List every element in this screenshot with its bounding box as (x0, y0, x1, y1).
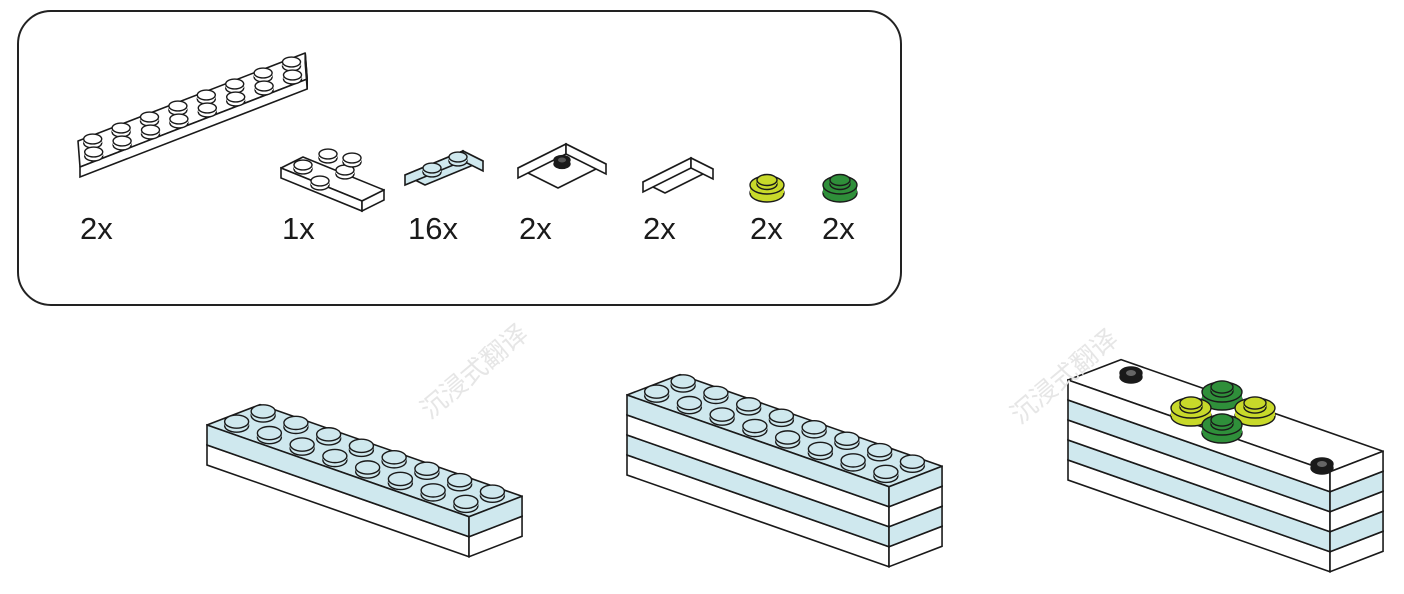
tile-1x2-side (690, 156, 714, 181)
round-lime-stud-top (756, 173, 778, 187)
qty-label-plate-1x2-trans: 16x (408, 211, 458, 246)
plate-2x8-stud-0-0-top (83, 146, 104, 158)
plate-2x8-stud-0-1-top (82, 133, 103, 145)
part-plate-2x8 (77, 52, 309, 179)
plate-2x8-stud-5-1-top (224, 78, 245, 90)
part-round-green (822, 173, 858, 203)
plate-2x8-stud-3-0-top (169, 113, 189, 125)
plate-2x8-top (77, 52, 309, 168)
qty-label-round-lime: 2x (750, 211, 783, 246)
step1-stud-5-1-top (414, 461, 440, 477)
qty-label-plate-2x8: 2x (80, 211, 113, 246)
plate-2x8-stud-7-1-top (281, 56, 302, 68)
part-jumper-plate (517, 142, 607, 189)
step1-stud-1-0-top (256, 425, 283, 441)
step1-stud-5-0-top (387, 471, 414, 487)
part-tile-1x2 (642, 156, 714, 194)
step1-stud-3-1-top (348, 438, 375, 454)
build-step-1 (206, 403, 523, 558)
step3-round-green-front-stud-top (1210, 413, 1234, 427)
plate-1x2-trans-stud-0-top (422, 162, 442, 174)
step1-stud-3-0-top (322, 448, 348, 464)
step2-stud-2-0-top (709, 407, 735, 422)
plate-2x8-stud-2-1-top (139, 111, 160, 123)
step2-stud-1-1-top (703, 385, 729, 401)
plate-1x2-trans-stud-1-top (448, 151, 468, 163)
plate-2x3-stud-4-top (342, 152, 362, 164)
jumper-plate-stud-hole (558, 157, 566, 163)
step3-round-lime-left-stud-top (1179, 396, 1203, 410)
step2-blue-0-side (888, 465, 943, 508)
qty-label-plate-2x3: 1x (282, 211, 315, 246)
step1-stud-6-1-top (446, 472, 473, 488)
step1-stud-6-0-top (420, 483, 446, 498)
step2-stud-5-0-top (807, 441, 834, 457)
qty-label-round-green: 2x (822, 211, 855, 246)
qty-label-tile-1x2: 2x (643, 211, 676, 246)
step1-stud-7-0-top (453, 494, 479, 510)
step1-stud-2-0-top (289, 437, 315, 452)
qty-label-jumper-plate: 2x (519, 211, 552, 246)
part-plate-2x3 (280, 148, 385, 213)
step2-stud-3-1-top (768, 408, 795, 424)
step3-jumper-hole-left (1126, 370, 1136, 376)
plate-2x8-stud-6-0-top (254, 80, 274, 92)
build-step-3 (1067, 358, 1384, 573)
plate-2x8-stud-5-0-top (225, 91, 246, 103)
step2-stud-3-0-top (742, 418, 768, 434)
step3-round-lime-right-stud-top (1243, 396, 1267, 410)
plate-2x3-stud-1-top (318, 148, 338, 160)
plate-2x8-stud-6-1-top (253, 67, 273, 79)
step1-stud-0-0-top (223, 414, 250, 429)
plate-2x8-stud-4-1-top (196, 89, 217, 101)
plate-2x8-stud-1-0-top (112, 135, 132, 147)
step2-stud-6-1-top (866, 442, 893, 458)
step1-blue-0-side (468, 495, 523, 538)
part-plate-1x2-trans (404, 149, 484, 187)
jumper-plate-side (565, 142, 607, 176)
step2-stud-4-1-top (801, 419, 827, 435)
plate-2x3-stud-0-top (293, 159, 313, 171)
step2-stud-0-0-top (643, 384, 670, 399)
step2-stud-6-0-top (840, 453, 866, 468)
step2-stud-2-1-top (735, 397, 762, 412)
parts-list-box (17, 10, 902, 306)
step2-stud-4-0-top (774, 430, 801, 445)
part-round-lime (749, 173, 785, 203)
step1-stud-2-1-top (315, 427, 342, 442)
watermark-text-0: 沉浸式翻译 (415, 318, 534, 425)
plate-2x8-side (304, 52, 309, 90)
plate-2x8-stud-1-1-top (111, 122, 131, 134)
step1-stud-0-1-top (250, 404, 276, 419)
step2-stud-7-0-top (873, 464, 899, 480)
step1-stud-7-1-top (479, 484, 506, 499)
step2-stud-0-1-top (670, 374, 696, 389)
build-step-2 (626, 373, 943, 568)
step1-stud-4-0-top (354, 460, 381, 475)
plate-2x8-stud-2-0-top (140, 124, 161, 136)
step3-round-green-back-stud-top (1210, 380, 1234, 394)
step2-stud-7-1-top (899, 454, 926, 469)
plate-2x3-stud-2-top (310, 175, 330, 187)
plate-2x8-stud-4-0-top (197, 102, 218, 114)
step2-stud-1-0-top (676, 395, 703, 411)
step1-stud-4-1-top (381, 449, 407, 465)
step3-jumper-hole-right (1317, 461, 1327, 467)
round-green-stud-top (829, 173, 851, 187)
step2-stud-5-1-top (834, 431, 860, 447)
step1-stud-1-1-top (283, 415, 309, 431)
plate-2x8-stud-3-1-top (168, 100, 188, 112)
plate-2x3-side (361, 188, 385, 213)
plate-2x8-stud-7-0-top (282, 69, 303, 81)
step3-top-tiles-side (1329, 450, 1384, 493)
